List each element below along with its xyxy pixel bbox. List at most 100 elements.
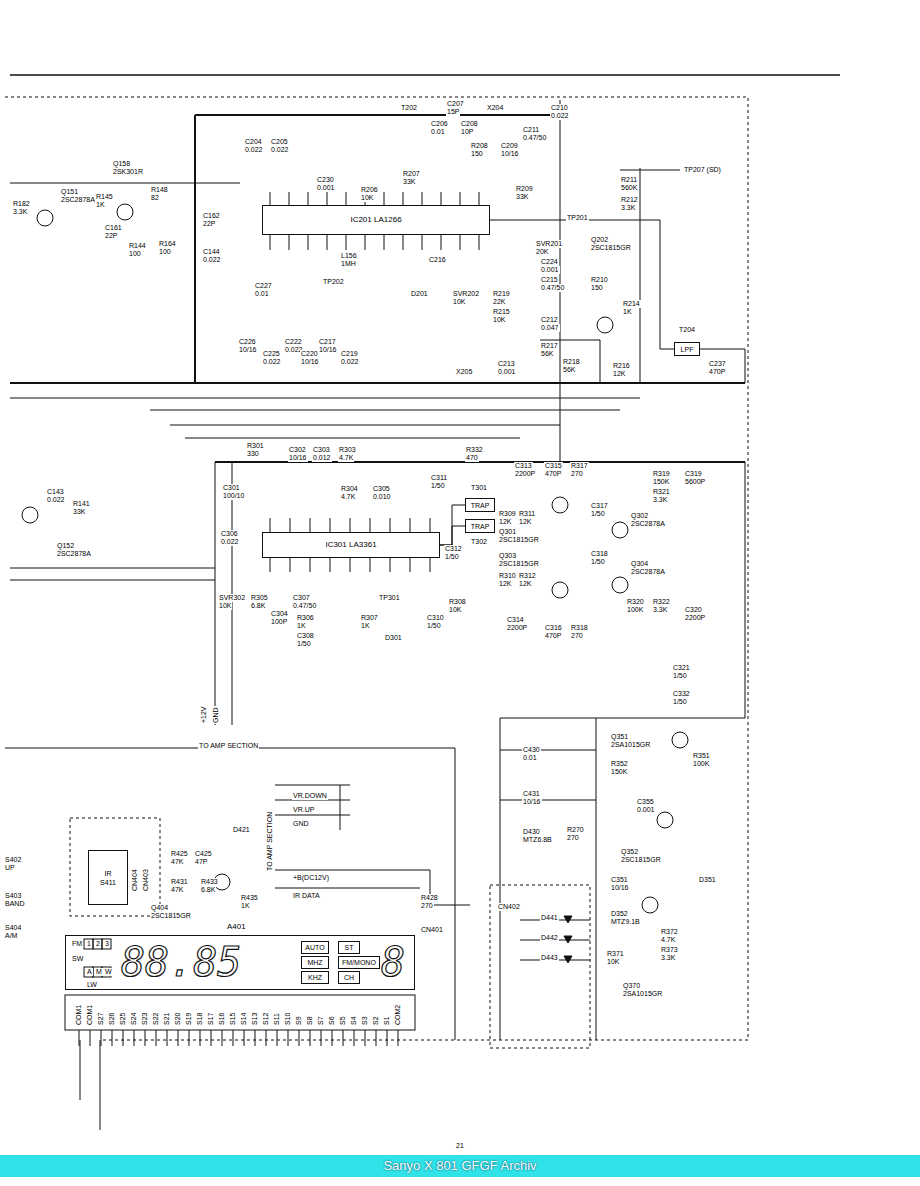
pin-label: S12 bbox=[262, 1012, 270, 1026]
component-label: C222 bbox=[284, 338, 303, 346]
component-label: 1/50 bbox=[426, 622, 442, 630]
pin-stub bbox=[101, 1030, 102, 1046]
pin-stub bbox=[354, 1030, 355, 1046]
box-text: IC301 LA3361 bbox=[325, 540, 376, 550]
component-label: R211 bbox=[620, 176, 638, 184]
component-label: 150K bbox=[610, 768, 628, 776]
component-label: 47K bbox=[170, 858, 184, 866]
component-label: 270 bbox=[566, 834, 580, 842]
component-label: 0.47/50 bbox=[522, 134, 547, 142]
pin-label: S15 bbox=[229, 1012, 237, 1026]
pin-stub bbox=[288, 1030, 289, 1046]
pin-stub bbox=[299, 1030, 300, 1046]
pin-stub bbox=[200, 1030, 201, 1046]
component-label: R332 bbox=[465, 446, 484, 454]
pin-stub bbox=[277, 1030, 278, 1046]
component-label: R164 bbox=[158, 240, 177, 248]
box-text: S411 bbox=[100, 878, 116, 887]
component-label: C162 bbox=[202, 212, 221, 220]
component-label: R208 bbox=[470, 142, 489, 150]
indicator-box: ST bbox=[338, 941, 360, 954]
component-label: +B(DC12V) bbox=[292, 874, 330, 882]
component-label: C216 bbox=[428, 256, 447, 264]
component-label: MTZ6.8B bbox=[522, 836, 553, 844]
component-label: D430 bbox=[522, 828, 541, 836]
component-label: R218 bbox=[562, 358, 581, 366]
component-label: 0.01 bbox=[254, 290, 270, 298]
component-label: C207 bbox=[446, 100, 465, 108]
box-text: ST bbox=[345, 943, 354, 952]
component-label: 1/50 bbox=[296, 640, 312, 648]
component-label: C213 bbox=[497, 360, 516, 368]
component-label: C219 bbox=[340, 350, 359, 358]
wire-line bbox=[93, 967, 102, 977]
component-label: 56K bbox=[562, 366, 576, 374]
component-label: D301 bbox=[384, 634, 403, 642]
component-label: C230 bbox=[316, 176, 335, 184]
component-label: Q304 bbox=[630, 560, 649, 568]
component-label: 3 bbox=[104, 940, 110, 948]
component-label: R214 bbox=[622, 300, 641, 308]
component-label: R352 bbox=[610, 760, 629, 768]
component-label: 0.47/50 bbox=[540, 284, 565, 292]
component-label: 1K bbox=[296, 622, 307, 630]
component-label: R270 bbox=[566, 826, 585, 834]
component-label: 100K bbox=[692, 760, 710, 768]
component-label: IR DATA bbox=[292, 892, 321, 900]
component-label: 0.022 bbox=[262, 358, 282, 366]
component-label: TP201 bbox=[566, 214, 589, 222]
indicator-box: FM/MONO bbox=[338, 956, 380, 969]
component-label: Q152 bbox=[56, 542, 75, 550]
component-label: C227 bbox=[254, 282, 273, 290]
pin-label: S4 bbox=[350, 1015, 358, 1026]
component-label: 2200P bbox=[506, 624, 528, 632]
component-label: 270 bbox=[570, 632, 584, 640]
wire-line bbox=[5, 97, 748, 1040]
component-label: C215 bbox=[540, 276, 559, 284]
component-label: TP202 bbox=[322, 278, 345, 286]
component-label: R310 bbox=[498, 572, 517, 580]
component-label: Q303 bbox=[498, 552, 517, 560]
component-label: R207 bbox=[402, 170, 421, 178]
component-label: CN401 bbox=[420, 926, 444, 934]
component-label: 1K bbox=[240, 902, 251, 910]
component-label: MTZ9.1B bbox=[610, 918, 641, 926]
component-label: 470P bbox=[544, 632, 562, 640]
component-label: 3.3K bbox=[620, 204, 636, 212]
component-label: 82 bbox=[150, 194, 160, 202]
component-label: 3.3K bbox=[652, 496, 668, 504]
component-label: C225 bbox=[262, 350, 281, 358]
component-label: D442 bbox=[540, 934, 559, 942]
component-label: R206 bbox=[360, 186, 379, 194]
pin-stub bbox=[156, 1030, 157, 1046]
component-label: 1/50 bbox=[672, 672, 688, 680]
component-label: T202 bbox=[400, 104, 418, 112]
pin-stub bbox=[79, 1030, 80, 1046]
component-label: R306 bbox=[296, 614, 315, 622]
wire-line bbox=[84, 967, 93, 977]
component-label: 100K bbox=[626, 606, 644, 614]
component-label: Q352 bbox=[620, 848, 639, 856]
component-label: 15P bbox=[446, 108, 460, 116]
wire-connector bbox=[440, 505, 465, 545]
pin-label: S8 bbox=[306, 1015, 314, 1026]
component-label: R307 bbox=[360, 614, 379, 622]
component-label: 1MH bbox=[340, 260, 357, 268]
component-label: D352 bbox=[610, 910, 629, 918]
component-label: 0.022 bbox=[202, 256, 222, 264]
ic-box: IC301 LA3361 bbox=[262, 532, 440, 558]
component-label: 0.01 bbox=[430, 128, 446, 136]
pin-stub bbox=[112, 1030, 113, 1046]
component-label: 10/16 bbox=[288, 454, 308, 462]
component-label: UP bbox=[4, 864, 16, 872]
component-label: Q301 bbox=[498, 528, 517, 536]
component-label: C161 bbox=[104, 224, 123, 232]
component-label: 21 bbox=[455, 1142, 465, 1150]
symbol-circle bbox=[672, 732, 688, 748]
component-label: 22K bbox=[492, 298, 506, 306]
component-label: 10K bbox=[452, 298, 466, 306]
component-label: T204 bbox=[678, 326, 696, 334]
indicator-box: AUTO bbox=[301, 941, 329, 954]
